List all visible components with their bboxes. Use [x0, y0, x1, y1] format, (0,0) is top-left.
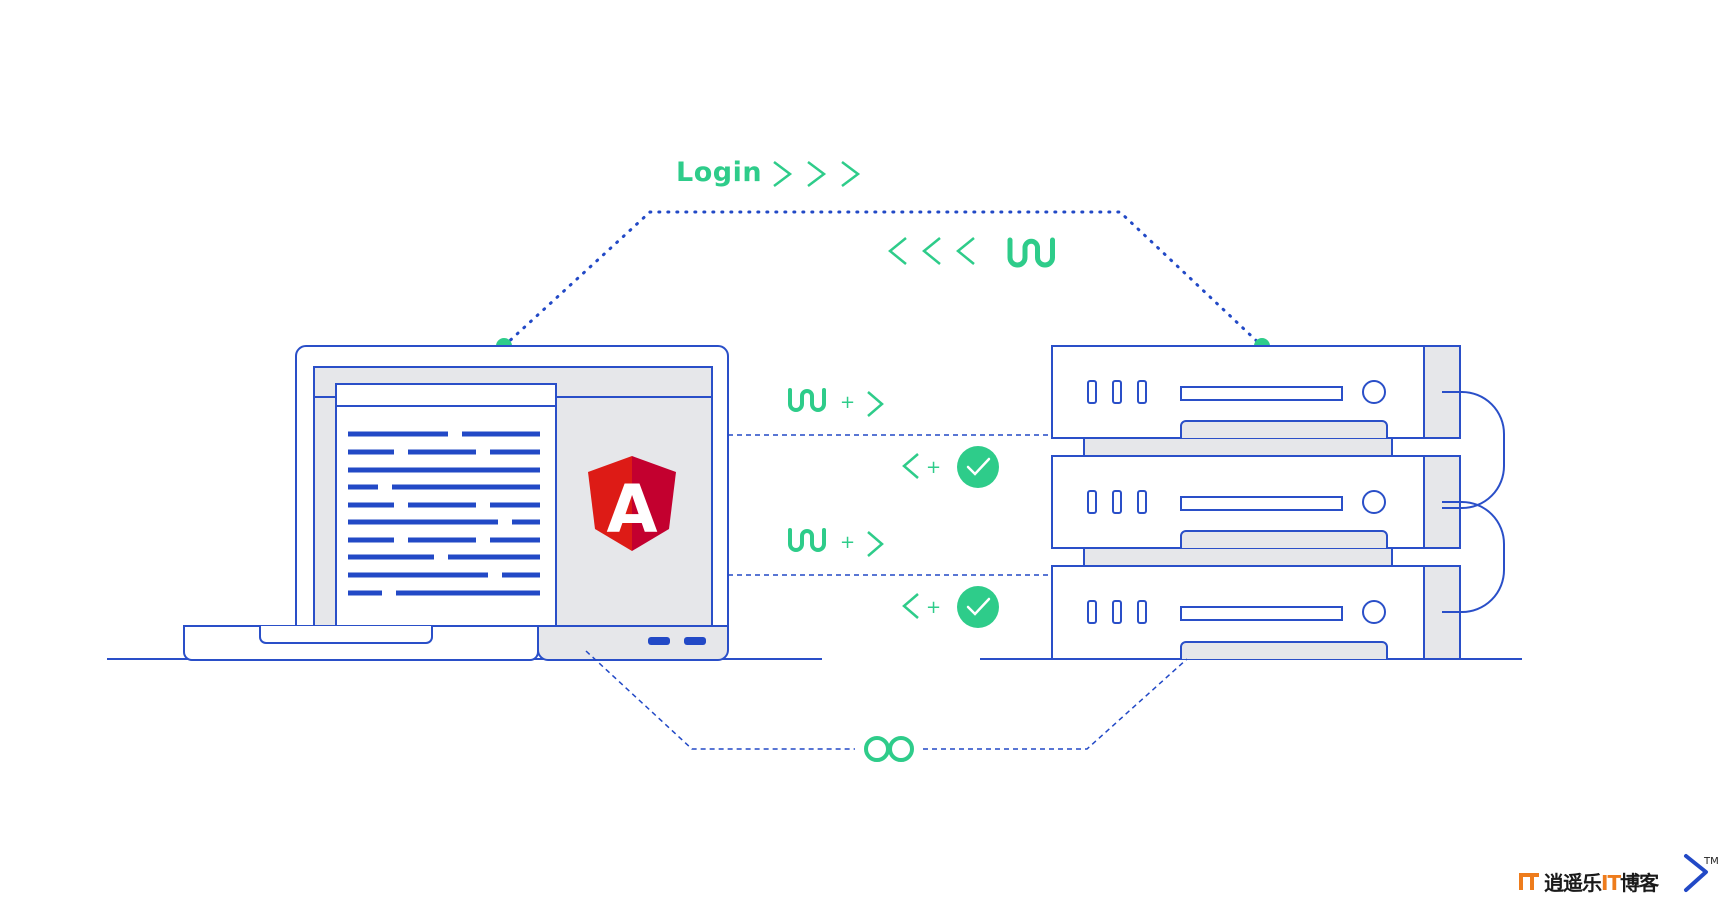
persistent-connection-left	[585, 650, 855, 750]
brand-text: 逍遥乐IT博客	[1544, 867, 1659, 896]
brand-watermark: 逍遥乐IT博客	[1518, 866, 1659, 896]
server-unit-1	[1051, 345, 1461, 439]
brand-logo-icon	[1518, 870, 1540, 892]
response-check-row-1: +	[902, 446, 999, 488]
chevron-left-icon	[902, 593, 919, 619]
token-icon	[788, 528, 826, 552]
server-cable-2	[1442, 501, 1505, 613]
login-connection-dotted	[502, 210, 1264, 348]
svg-text:+: +	[840, 392, 855, 413]
response-check-row-2: +	[902, 586, 999, 628]
request-token-row-2: +	[788, 528, 884, 557]
chevron-right-icon	[867, 531, 884, 557]
server-stack-icon	[1051, 345, 1505, 660]
login-chevrons-icon	[773, 161, 861, 187]
svg-text:+: +	[840, 532, 855, 553]
check-circle-icon	[957, 446, 999, 488]
token-icon	[1010, 240, 1053, 265]
svg-text:+: +	[926, 457, 941, 478]
angular-letter: A	[606, 471, 657, 548]
svg-text:+: +	[926, 597, 941, 618]
server-unit-2	[1051, 455, 1461, 549]
brand-highlight: IT	[1601, 870, 1621, 895]
brand-prefix: 逍遥乐	[1544, 870, 1602, 895]
login-label: Login	[676, 157, 763, 188]
response-chevrons-icon	[888, 237, 975, 265]
angular-logo-icon: A	[588, 456, 676, 551]
chevron-left-icon	[902, 453, 919, 479]
infinity-icon	[864, 736, 914, 762]
chevron-right-icon	[867, 391, 884, 417]
brand-suffix: 博客	[1620, 870, 1659, 895]
persistent-connection-right	[923, 658, 1188, 750]
code-document	[335, 383, 557, 652]
trademark-label: TM	[1704, 856, 1719, 867]
laptop-icon	[183, 345, 729, 661]
token-icon	[788, 388, 826, 412]
server-cable-1	[1442, 391, 1505, 509]
server-unit-3	[1051, 565, 1461, 660]
code-lines	[348, 431, 540, 596]
request-token-row-1: +	[788, 388, 884, 417]
brand-arrow-icon	[1684, 854, 1708, 892]
check-circle-icon	[957, 586, 999, 628]
